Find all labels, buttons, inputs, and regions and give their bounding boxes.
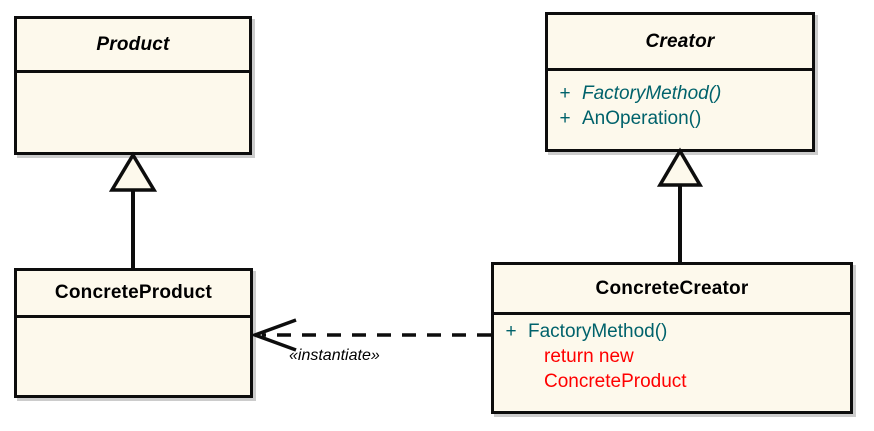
- dependency-open-arrowhead-icon: [249, 318, 297, 352]
- generalization-concrete-product-to-product: [108, 151, 158, 268]
- class-members-creator: + FactoryMethod() + AnOperation(): [548, 71, 812, 152]
- class-members-product: [17, 73, 249, 155]
- compartment-divider: [17, 315, 250, 318]
- generalization-triangle-icon: [108, 151, 158, 192]
- dependency-instantiate: [249, 318, 491, 352]
- member-name: AnOperation(): [582, 108, 702, 129]
- implementation-note-line: return new: [544, 346, 634, 367]
- compartment-divider: [17, 70, 249, 73]
- member-visibility: +: [505, 321, 517, 342]
- member-row: + FactoryMethod(): [494, 319, 850, 344]
- class-name-product: Product: [96, 33, 170, 55]
- dependency-stereotype-label: «instantiate»: [289, 347, 380, 364]
- class-box-concrete-creator[interactable]: ConcreteCreator + FactoryMethod() return…: [491, 262, 853, 414]
- member-visibility: +: [559, 108, 571, 129]
- member-row: + AnOperation(): [548, 106, 812, 131]
- member-row: + FactoryMethod(): [548, 81, 812, 106]
- compartment-divider: [548, 68, 812, 71]
- class-members-concrete-product: [17, 318, 250, 395]
- generalization-concrete-creator-to-creator: [656, 147, 704, 262]
- class-box-product[interactable]: Product: [14, 16, 252, 155]
- class-box-concrete-product[interactable]: ConcreteProduct: [14, 268, 253, 398]
- member-name: FactoryMethod(): [582, 83, 722, 104]
- member-visibility: +: [559, 83, 571, 104]
- implementation-note-line: ConcreteProduct: [544, 371, 687, 392]
- compartment-divider: [494, 312, 850, 315]
- class-name-creator: Creator: [645, 30, 715, 52]
- class-name-concrete-creator: ConcreteCreator: [595, 277, 749, 299]
- generalization-triangle-icon: [656, 147, 704, 187]
- class-name-concrete-product: ConcreteProduct: [54, 282, 213, 303]
- class-members-concrete-creator: + FactoryMethod() return new ConcretePro…: [494, 315, 850, 411]
- member-name: FactoryMethod(): [528, 321, 668, 342]
- class-box-creator[interactable]: Creator + FactoryMethod() + AnOperation(…: [545, 12, 815, 152]
